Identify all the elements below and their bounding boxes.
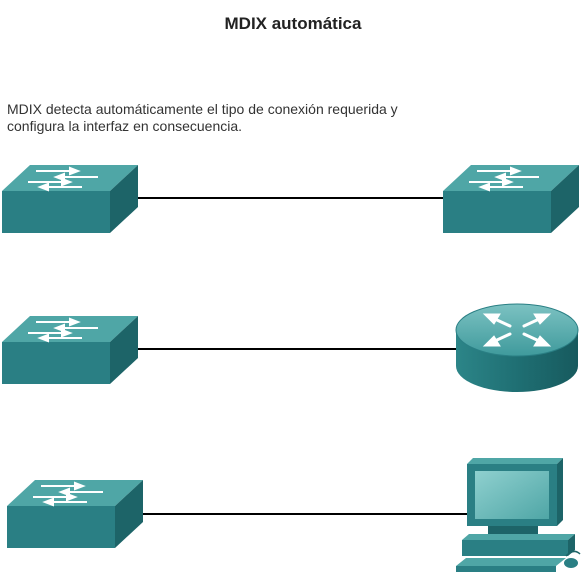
switch-icon: [2, 316, 138, 384]
diagram-title: MDIX automática: [224, 14, 362, 33]
description-text: MDIX detecta automáticamente el tipo de …: [7, 101, 567, 135]
pc-icon: [456, 458, 581, 572]
switch-icon: [443, 165, 579, 233]
description-line-1: MDIX detecta automáticamente el tipo de …: [7, 101, 398, 117]
switch-icon: [2, 165, 138, 233]
router-icon: [455, 303, 579, 392]
switch-icon: [7, 480, 143, 548]
description-line-2: configura la interfaz en consecuencia.: [7, 118, 243, 134]
